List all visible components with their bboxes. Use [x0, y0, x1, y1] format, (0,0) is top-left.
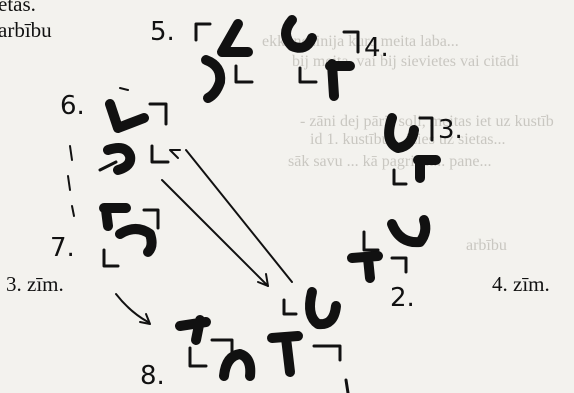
- dancer-position-6: [100, 104, 168, 170]
- label-position-6: 6.: [60, 91, 85, 121]
- label-position-2: 2.: [390, 283, 415, 313]
- dancer-position-3: [389, 118, 436, 184]
- dancer-position-5: [196, 24, 252, 98]
- dancer-position-7: [104, 208, 158, 266]
- path-arrows: [116, 150, 292, 324]
- dancer-position-4: [286, 20, 358, 96]
- label-position-5: 5.: [150, 17, 175, 47]
- dancer-position-2: [352, 220, 425, 278]
- dancer-position-1: [272, 292, 348, 393]
- label-position-8: 8.: [140, 361, 165, 391]
- label-position-7: 7.: [50, 233, 75, 263]
- label-position-4: 4.: [364, 33, 389, 63]
- label-position-3: 3.: [438, 115, 463, 145]
- dancer-position-8: [180, 320, 250, 376]
